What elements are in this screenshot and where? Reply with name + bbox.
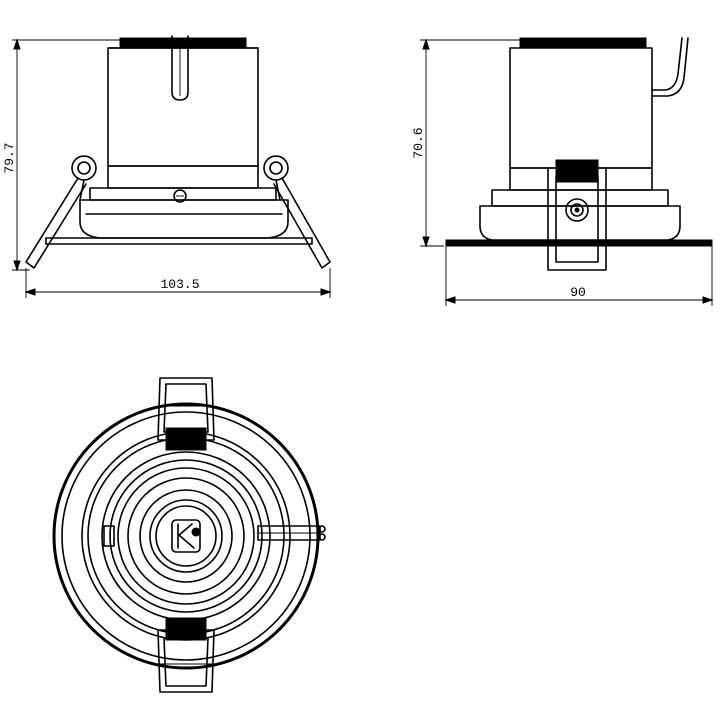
bottom-outer-ring [52,402,320,670]
front-height-label: 79.7 [2,142,17,173]
front-right-spring-clip [263,155,331,269]
bottom-left-tab [103,525,115,547]
logo-mark [171,519,201,553]
front-driver-body [107,47,259,167]
side-cable [651,37,683,91]
front-trim-ring [45,237,313,245]
bottom-top-clip [157,377,215,451]
side-width-dimension: 90 [444,246,714,306]
side-view: 70.6 90 [411,37,714,306]
side-spring-clip [547,159,607,271]
bottom-center-lens [155,505,217,567]
front-top-cap [107,37,259,49]
front-view: 79.7 [2,35,332,298]
side-trim-ring [445,239,713,247]
bottom-cable-stub [257,525,326,541]
front-top-tab [171,35,189,101]
front-left-spring-clip [25,155,97,269]
side-housing [479,205,681,241]
bottom-view [52,377,326,693]
bottom-bottom-clip [157,617,215,693]
side-width-label: 90 [570,285,586,300]
front-height-dimension: 79.7 [2,38,120,272]
front-screw [173,189,187,203]
side-driver-body [509,47,653,169]
front-width-label: 103.5 [160,277,199,292]
front-width-dimension: 103.5 [24,268,332,298]
side-height-dimension: 70.6 [411,38,520,248]
front-housing [79,199,289,239]
side-height-label: 70.6 [411,127,426,158]
